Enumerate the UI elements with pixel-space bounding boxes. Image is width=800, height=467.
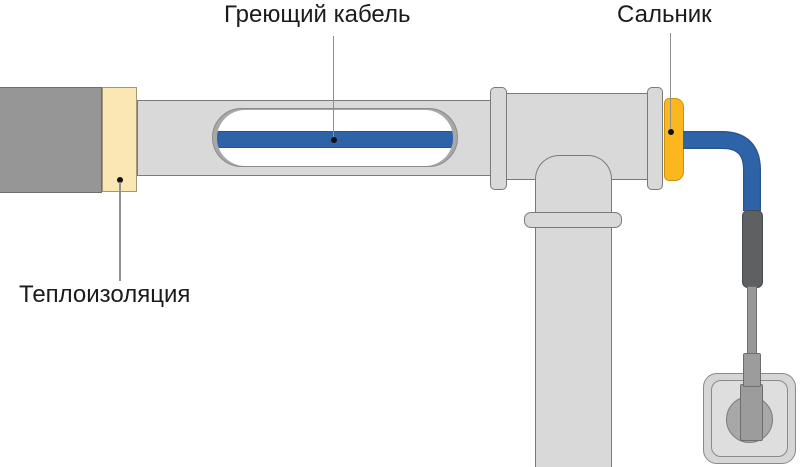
vertical-pipe-collar: [524, 212, 622, 228]
insulation-inner-block: [102, 87, 137, 192]
insulation-leader-line: [119, 182, 121, 281]
gland-leader-dot: [668, 129, 674, 135]
power-cable-outline: [683, 131, 761, 211]
plug-body: [740, 384, 763, 441]
tee-flange-right: [647, 87, 663, 190]
plug-cord: [747, 286, 757, 358]
gland-seal: [663, 98, 684, 181]
power-cable-core: [683, 132, 760, 211]
heating-cable-label: Греющий кабель: [224, 1, 411, 28]
tee-flange-left: [490, 87, 507, 190]
plug-neck: [742, 353, 761, 387]
vertical-pipe: [535, 155, 612, 467]
heating-cable-leader-dot: [330, 137, 337, 143]
gland-label: Сальник: [617, 1, 712, 28]
heating-cable-leader-line: [333, 36, 335, 138]
insulation-leader-dot: [117, 177, 123, 183]
cable-sleeve: [741, 210, 763, 288]
gland-leader-line: [670, 33, 672, 130]
insulation-outer-block: [0, 87, 102, 193]
insulation-label: Теплоизоляция: [19, 281, 191, 308]
